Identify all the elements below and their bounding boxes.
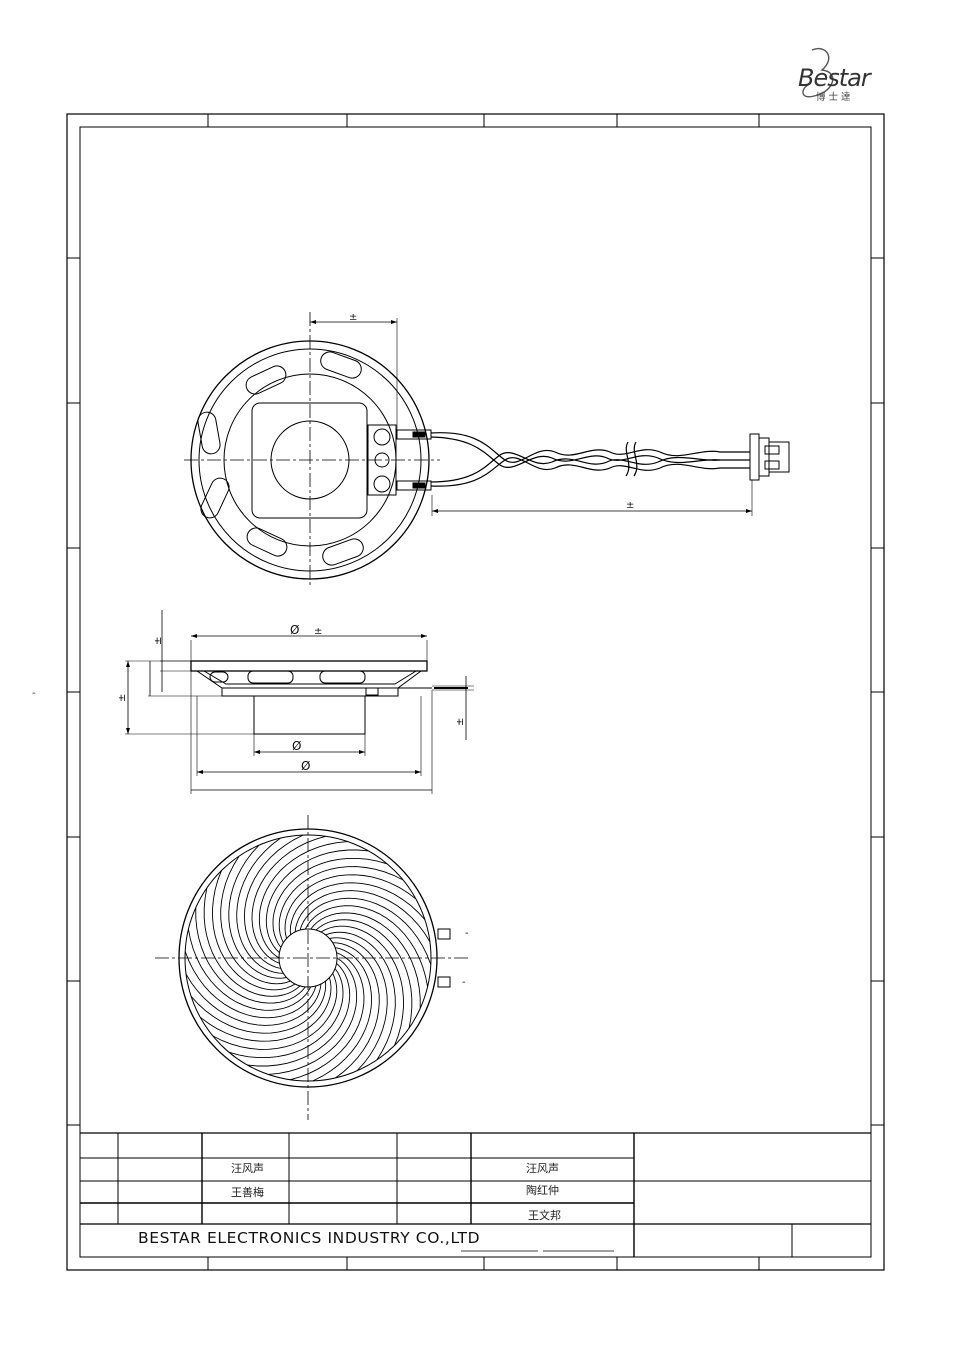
cone-spiral-line <box>265 849 369 954</box>
terminal-mark-bottom: - <box>462 977 466 988</box>
dim-outer-diameter-pm: ± <box>314 626 322 637</box>
logo-swoosh-icon <box>802 47 834 98</box>
checked-by-name: 王善梅 <box>231 1185 264 1199</box>
cone-spiral-line <box>184 951 317 1019</box>
cone-spiral-line <box>251 835 326 964</box>
cone-spiral-line <box>220 855 291 985</box>
cone-spiral-line <box>268 957 358 1075</box>
cone-spiral-pattern <box>184 834 432 1082</box>
cone-spiral-line <box>258 841 348 959</box>
cone-spiral-line <box>195 907 306 1004</box>
cone-spiral-line <box>212 973 338 1050</box>
cone-spiral-line <box>185 974 322 1026</box>
cone-spiral-line <box>228 968 344 1059</box>
bestar-logo: Bestar 博 士 達 <box>798 47 874 103</box>
speaker-back-view <box>184 312 790 585</box>
logo-brand-text: Bestar <box>798 64 873 92</box>
cone-spiral-line <box>228 844 287 979</box>
dim-wire-length-pm: ± <box>626 500 634 511</box>
cone-spiral-line <box>332 942 380 1079</box>
cone-spiral-line <box>247 962 351 1067</box>
cone-spiral-line <box>190 981 327 1034</box>
title-block <box>80 1132 871 1257</box>
dim-total-height-pm: ± <box>117 694 128 702</box>
drawing-frame <box>66 113 885 1271</box>
cone-spiral-line <box>187 929 312 1011</box>
margin-tick-mark: - <box>32 688 36 699</box>
cone-spiral-line <box>315 919 413 1029</box>
cone-spiral-line <box>289 882 426 935</box>
designed-by-name: 汪风声 <box>526 1161 559 1175</box>
cone-spiral-line <box>299 897 432 965</box>
reviewed-by-name: 陶红仲 <box>526 1183 559 1197</box>
terminal-mark-top: - <box>465 928 469 939</box>
cone-spiral-line <box>212 870 296 991</box>
speaker-front-view <box>155 815 468 1120</box>
cone-spiral-line <box>284 874 417 939</box>
dim-terminal-offset-pm: ± <box>349 312 357 323</box>
cone-spiral-line <box>320 925 404 1046</box>
cone-spiral-line <box>312 947 373 1082</box>
company-name: BESTAR ELECTRONICS INDUSTRY CO.,LTD <box>138 1229 480 1247</box>
cone-spiral-line <box>325 931 396 1061</box>
cone-spiral-line <box>329 937 388 1072</box>
cone-spiral-line <box>236 837 284 974</box>
vent-slots <box>197 351 364 566</box>
drawn-by-name: 汪风声 <box>231 1161 264 1175</box>
cone-spiral-line <box>272 857 388 948</box>
cone-spiral-line <box>199 977 332 1042</box>
dim-basket-diameter-symbol: Ø <box>301 759 310 773</box>
speaker-side-view <box>125 610 474 794</box>
cone-spiral-line <box>294 890 431 942</box>
cone-spiral-line <box>304 905 429 987</box>
dim-terminal-height-pm: ± <box>455 718 466 726</box>
approved-by-name: 王文邦 <box>528 1208 561 1222</box>
cone-spiral-line <box>290 952 365 1081</box>
cone-spiral-line <box>278 866 404 943</box>
dim-flange-height-pm: ± <box>153 637 164 645</box>
cone-spiral-line <box>310 912 421 1009</box>
logo-chinese-text: 博 士 達 <box>816 91 851 103</box>
dim-magnet-diameter-symbol: Ø <box>292 739 301 753</box>
cone-spiral-line <box>203 887 301 997</box>
dim-outer-diameter-symbol: Ø <box>290 623 299 637</box>
cone-spiral-line <box>243 834 304 969</box>
